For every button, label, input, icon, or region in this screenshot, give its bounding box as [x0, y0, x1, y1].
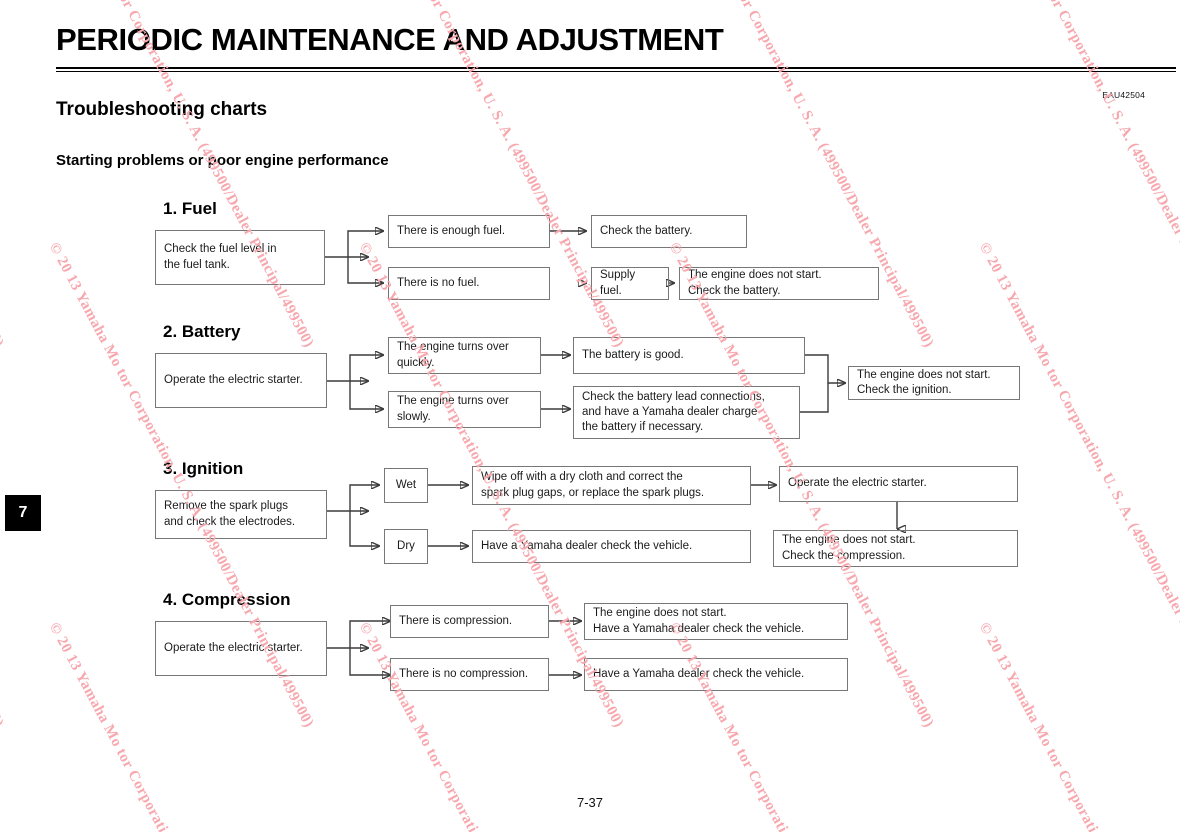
box-compression-branch-2-action: Have a Yamaha dealer check the vehicle.: [584, 658, 848, 691]
box-battery-start: Operate the electric starter.: [155, 353, 327, 408]
box-battery-branch-2-condition: The engine turns over slowly.: [388, 391, 541, 428]
box-compression-start: Operate the electric starter.: [155, 621, 327, 676]
box-battery-merge-result: The engine does not start. Check the ign…: [848, 366, 1020, 400]
section-title-compression: 4. Compression: [163, 590, 291, 609]
page-number: 7-37: [576, 795, 604, 810]
section-heading: Troubleshooting charts: [56, 99, 268, 120]
box-ignition-branch-1-condition: Wet: [384, 468, 428, 503]
box-fuel-branch-2-result: The engine does not start. Check the bat…: [679, 267, 879, 300]
box-battery-branch-2-action: Check the battery lead connections, and …: [573, 386, 800, 439]
box-compression-branch-2-condition: There is no compression.: [390, 658, 549, 691]
box-compression-branch-1-condition: There is compression.: [390, 605, 549, 638]
box-ignition-branch-2-action: Have a Yamaha dealer check the vehicle.: [472, 530, 751, 563]
box-fuel-branch-2-action: Supply fuel.: [591, 267, 669, 300]
box-ignition-branch-1-action: Wipe off with a dry cloth and correct th…: [472, 466, 751, 505]
reference-code: EAU42504: [1102, 90, 1145, 100]
chapter-tab: 7: [5, 495, 41, 531]
box-ignition-final: The engine does not start. Check the com…: [773, 530, 1018, 567]
page-title: PERIODIC MAINTENANCE AND ADJUSTMENT: [56, 22, 724, 57]
box-ignition-start: Remove the spark plugs and check the ele…: [155, 490, 327, 539]
box-compression-branch-1-action: The engine does not start. Have a Yamaha…: [584, 603, 848, 640]
section-title-ignition: 3. Ignition: [163, 459, 244, 478]
box-battery-branch-1-condition: The engine turns over quickly.: [388, 337, 541, 374]
header-rule: [56, 67, 1176, 72]
box-fuel-branch-1-condition: There is enough fuel.: [388, 215, 550, 248]
box-battery-branch-1-action: The battery is good.: [573, 337, 805, 374]
section-title-fuel: 1. Fuel: [163, 199, 217, 218]
box-ignition-branch-1-result: Operate the electric starter.: [779, 466, 1018, 502]
box-fuel-branch-2-condition: There is no fuel.: [388, 267, 550, 300]
box-fuel-branch-1-action: Check the battery.: [591, 215, 747, 248]
box-fuel-start: Check the fuel level in the fuel tank.: [155, 230, 325, 285]
box-ignition-branch-2-condition: Dry: [384, 529, 428, 564]
section-title-battery: 2. Battery: [163, 322, 241, 341]
sub-heading: Starting problems or poor engine perform…: [56, 152, 389, 169]
